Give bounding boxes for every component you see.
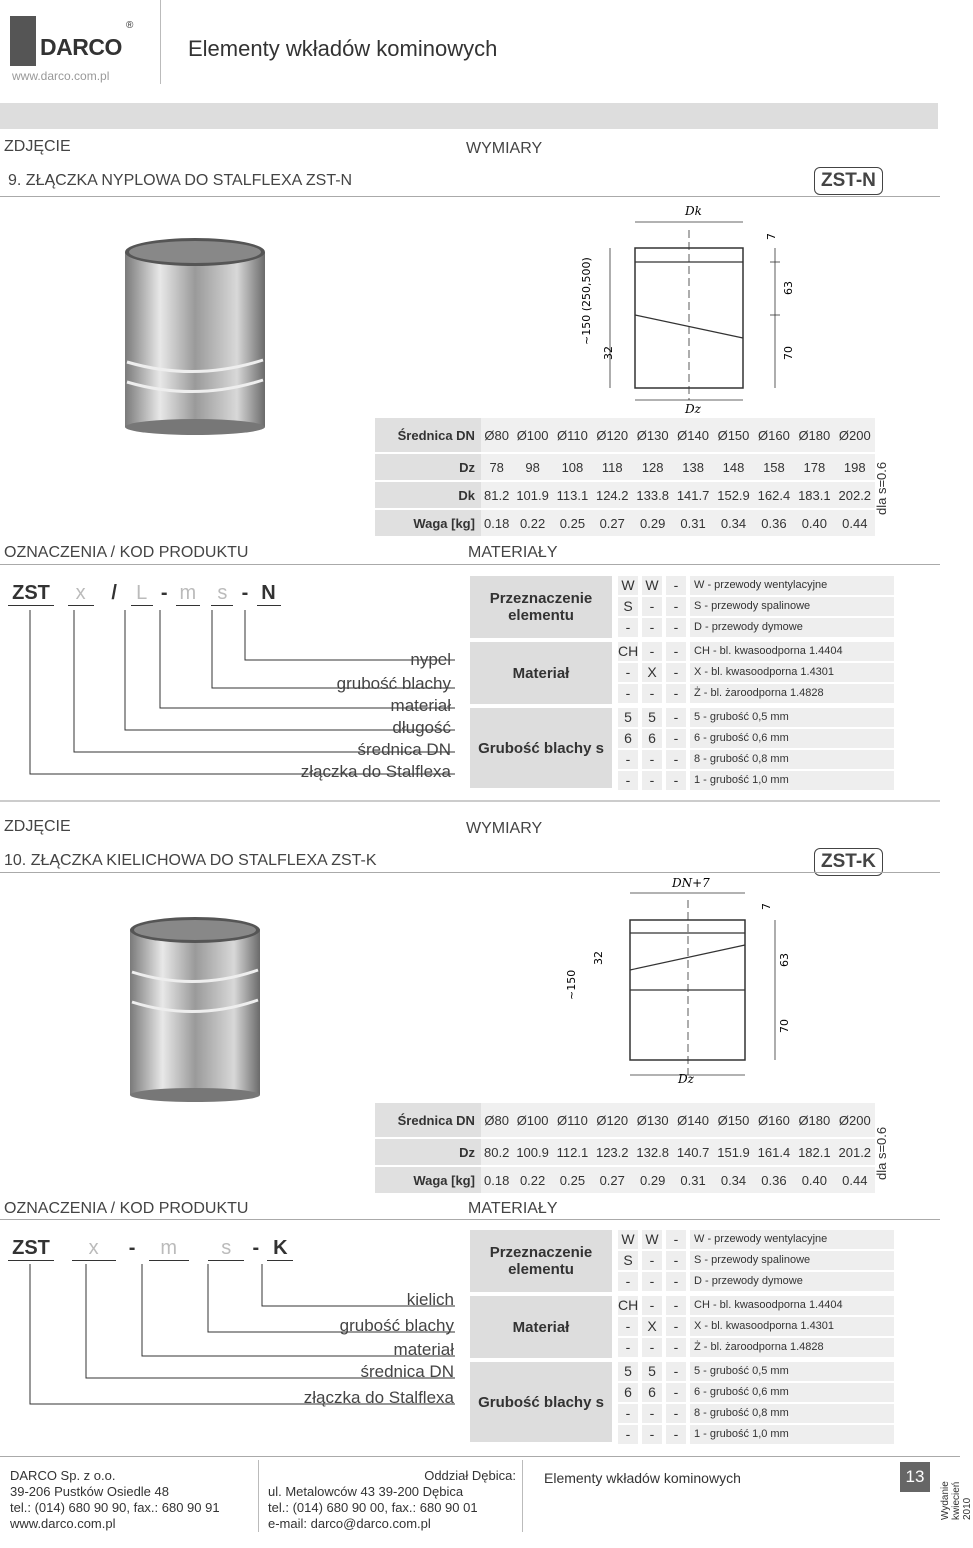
footer-title: Elementy wkładów kominowych — [544, 1470, 741, 1486]
material-group-label: Grubość blachy s — [470, 708, 612, 788]
section-rule — [0, 872, 940, 873]
logo-text: DARCO — [40, 34, 122, 60]
footer-branch: Oddział Dębica:ul. Metalowców 43 39-200 … — [268, 1468, 516, 1531]
dims-label: WYMIARY — [466, 140, 543, 157]
product-code-badge: ZST-K — [814, 848, 883, 876]
dim-d: 70 — [778, 1019, 791, 1033]
oznaczenia-label: OZNACZENIA / KOD PRODUKTU — [4, 1200, 249, 1217]
dk-label: Dk — [684, 204, 702, 218]
thickness-note: dla s=0.6 — [874, 1126, 889, 1180]
legend-item: średnica DN — [357, 740, 451, 759]
product-code-pattern: ZST x - m s - K — [8, 1237, 294, 1261]
technical-drawing-socket: DN+7 Dz ~150 32 7 63 70 — [565, 876, 791, 1086]
legend-item: grubość blachy — [339, 1316, 454, 1335]
dim-a: 32 — [602, 346, 615, 360]
material-group-label: Materiał — [470, 642, 612, 704]
legend-item: kielich — [406, 1290, 454, 1309]
dim-d: 70 — [782, 346, 795, 360]
dn7-label: DN+7 — [671, 876, 710, 890]
code-leader-lines — [29, 610, 455, 775]
dim-c: 63 — [778, 953, 791, 967]
footer-divider — [522, 1460, 523, 1532]
darco-logo-mark — [10, 16, 36, 66]
footer-email-link[interactable]: e-mail: darco@darco.com.pl — [268, 1516, 431, 1531]
legend-item: średnica DN — [360, 1362, 454, 1381]
legend-item: długość — [392, 718, 451, 737]
height-label: ~150 (250,500) — [580, 257, 593, 345]
code-leader-lines — [29, 1264, 455, 1405]
product-photo-socket — [130, 917, 260, 1102]
technical-drawing-nipple: Dk Dz ~150 (250,500) 32 7 63 70 — [580, 204, 795, 416]
materialy-label: MATERIAŁY — [468, 544, 558, 561]
dim-c: 63 — [782, 281, 795, 295]
dims-label: WYMIARY — [466, 820, 543, 837]
material-group-label: Przeznaczenie elementu — [470, 1230, 612, 1292]
product-code-badge: ZST-N — [814, 167, 883, 195]
material-group-label: Przeznaczenie elementu — [470, 576, 612, 638]
registered-mark: ® — [126, 20, 134, 31]
dim-b: 7 — [765, 233, 778, 240]
section-rule — [0, 564, 940, 565]
dim-b: 7 — [760, 903, 773, 910]
header-bar — [0, 103, 938, 129]
product-code-pattern: ZST x / L - m s - N — [8, 582, 281, 606]
section-rule — [0, 1219, 940, 1220]
dz-label: Dz — [684, 402, 702, 416]
header-divider — [160, 0, 161, 84]
photo-label: ZDJĘCIE — [4, 138, 71, 155]
legend-item: materiał — [390, 696, 451, 715]
section-title: 10. ZŁĄCZKA KIELICHOWA DO STALFLEXA ZST-… — [4, 852, 377, 869]
footer-website-link[interactable]: www.darco.com.pl — [10, 1516, 116, 1531]
legend-item: złączka do Stalflexa — [300, 762, 451, 781]
thickness-note: dla s=0.6 — [874, 461, 889, 515]
page-title: Elementy wkładów kominowych — [188, 36, 498, 61]
section-rule — [0, 196, 940, 197]
footer-divider — [258, 1460, 259, 1532]
section-divider — [0, 800, 940, 802]
legend-item: złączka do Stalflexa — [303, 1388, 454, 1407]
material-group-label: Grubość blachy s — [470, 1362, 612, 1442]
dz-label: Dz — [677, 1072, 695, 1086]
page-number: 13 — [900, 1462, 930, 1492]
material-group-label: Materiał — [470, 1296, 612, 1358]
legend-item: nypel — [410, 650, 451, 669]
legend-item: grubość blachy — [336, 674, 451, 693]
section-title: 9. ZŁĄCZKA NYPLOWA DO STALFLEXA ZST-N — [8, 172, 353, 189]
footer-rule — [0, 1456, 960, 1457]
photo-label: ZDJĘCIE — [4, 818, 71, 835]
height-label: ~150 — [565, 970, 578, 1000]
oznaczenia-label: OZNACZENIA / KOD PRODUKTU — [4, 544, 249, 561]
dim-a: 32 — [592, 951, 605, 965]
header-website[interactable]: www.darco.com.pl — [12, 69, 110, 83]
materialy-label: MATERIAŁY — [468, 1200, 558, 1217]
legend-item: materiał — [393, 1340, 454, 1359]
product-photo-nipple — [125, 238, 265, 435]
footer-company: DARCO Sp. z o.o.39-206 Pustków Osiedle 4… — [10, 1468, 220, 1531]
